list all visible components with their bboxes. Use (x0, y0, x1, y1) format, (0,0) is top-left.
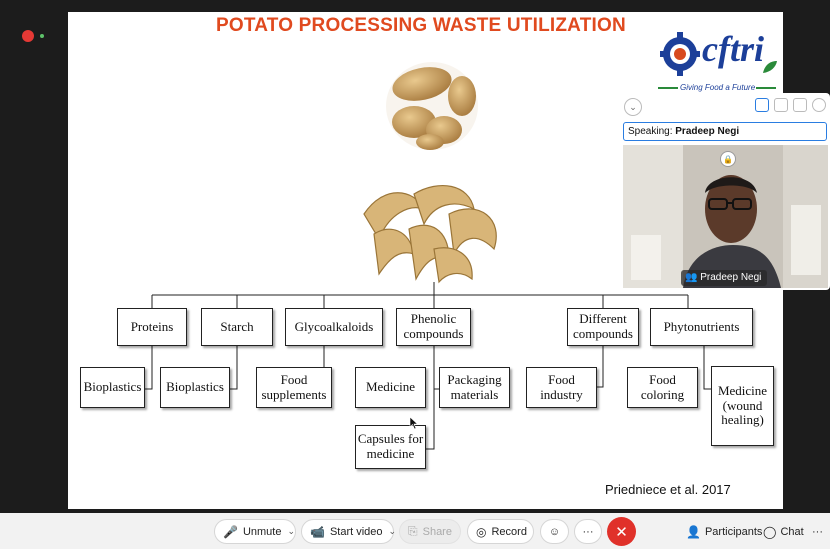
participants-label: Participants (704, 525, 763, 538)
node-label: medicine (366, 446, 415, 461)
gear-emblem-icon (660, 32, 700, 76)
node-label: Bioplastics (166, 379, 224, 395)
record-icon: ◎ (476, 524, 487, 539)
participant-video-feed (623, 145, 828, 288)
node-label: Starch (220, 318, 254, 334)
unmute-label: Unmute (242, 525, 282, 538)
node-medicine: Medicine (355, 367, 426, 408)
video-panel: ⌄ Speaking: Pradeep Negi 🔒 👥 Pra (621, 93, 830, 290)
participants-icon: 👤 (686, 524, 701, 539)
unmute-button[interactable]: 🎤 Unmute ⌄ (214, 519, 296, 544)
node-bioplastics: Bioplastics (80, 367, 145, 408)
collapse-chevron-icon[interactable]: ⌄ (624, 98, 642, 116)
start-video-label: Start video (329, 525, 383, 538)
slide-title: POTATO PROCESSING WASTE UTILIZATION (216, 15, 626, 36)
speaker-name: Pradeep Negi (675, 126, 740, 137)
more-options-button[interactable]: ··· (574, 519, 602, 544)
share-screen-icon: ⎘ (408, 524, 418, 538)
node-label: (wound (722, 397, 763, 413)
chat-label: Chat (780, 525, 804, 538)
node-label: coloring (640, 386, 685, 402)
close-icon: ✕ (615, 523, 628, 541)
node-label: Bioplastics (83, 379, 142, 395)
lock-icon: 🔒 (720, 151, 736, 167)
share-label: Share (422, 525, 452, 538)
chevron-down-icon[interactable]: ⌄ (388, 526, 397, 536)
node-label: Glycoalkaloids (294, 318, 374, 334)
node-glycoalkaloids: Glycoalkaloids (285, 308, 383, 346)
node-label: Phytonutrients (663, 318, 740, 334)
node-proteins: Proteins (117, 308, 187, 346)
participant-name: Pradeep Negi (700, 272, 762, 283)
overflow-menu-button[interactable]: ··· (812, 519, 823, 544)
participant-name-tag: 👥 Pradeep Negi (681, 270, 768, 286)
potato-peels-image (363, 185, 497, 284)
node-label: Phenolic (410, 311, 457, 327)
node-label: industry (540, 386, 583, 402)
end-call-button[interactable]: ✕ (607, 517, 636, 546)
node-label: Medicine (717, 382, 768, 398)
chat-button[interactable]: ◯ Chat (763, 519, 804, 544)
node-bioplastics: Bioplastics (160, 367, 230, 408)
potato-image (386, 62, 478, 150)
node-label: Food (280, 371, 308, 387)
node-phenolic-compounds: Phenolic compounds (396, 308, 471, 346)
node-phytonutrients: Phytonutrients (650, 308, 753, 346)
node-food-industry: Food industry (526, 367, 597, 408)
node-food-coloring: Food coloring (627, 367, 698, 408)
speaking-indicator: Speaking: Pradeep Negi (623, 122, 827, 141)
node-label: compounds (403, 326, 464, 341)
node-label: Capsules for (357, 431, 424, 447)
node-label: Different (579, 311, 627, 327)
node-label: materials (450, 386, 499, 402)
filmstrip-view-icon[interactable] (774, 98, 788, 112)
node-medicine-wound-healing: Medicine (wound healing) (711, 366, 774, 446)
participant-video[interactable]: 🔒 👥 Pradeep Negi (623, 145, 828, 288)
node-label: Food (548, 371, 575, 387)
node-packaging-materials: Packaging materials (439, 367, 510, 408)
recording-indicator-icon (22, 30, 34, 42)
node-label: Food (649, 371, 676, 387)
mouse-pointer-icon (409, 416, 419, 430)
chat-bubble-icon: ◯ (763, 524, 777, 539)
expand-icon[interactable] (812, 98, 826, 112)
chevron-down-icon[interactable]: ⌄ (287, 526, 296, 536)
cftri-logo: cftri Giving Food a Future (658, 26, 778, 98)
participants-button[interactable]: 👤 Participants (686, 519, 762, 544)
leaf-icon (763, 61, 777, 73)
more-dots-icon: ··· (582, 525, 594, 538)
share-button[interactable]: ⎘ Share (399, 519, 461, 544)
smiley-icon: ☺ (548, 525, 561, 538)
node-food-supplements: Food supplements (256, 367, 332, 408)
citation-text: Priedniece et al. 2017 (605, 482, 731, 497)
record-button[interactable]: ◎ Record (467, 519, 534, 544)
node-different-compounds: Different compounds (567, 308, 639, 346)
node-starch: Starch (201, 308, 273, 346)
start-video-button[interactable]: 📹 Start video ⌄ (301, 519, 397, 544)
speaking-label: Speaking: (628, 126, 673, 137)
node-label: Medicine (365, 379, 416, 395)
logo-wordmark: cftri (702, 29, 764, 69)
overflow-dots-icon: ··· (812, 525, 823, 538)
node-label: Packaging (447, 371, 502, 387)
node-label: compounds (573, 326, 633, 341)
record-label: Record (491, 525, 527, 538)
logo-tagline: Giving Food a Future (680, 83, 756, 92)
video-off-icon: 📹 (310, 524, 325, 539)
node-label: Proteins (130, 318, 174, 334)
muted-mic-icon: 🎤 (223, 524, 238, 539)
grid-view-icon[interactable] (793, 98, 807, 112)
speaker-view-icon[interactable] (755, 98, 769, 112)
connection-status-icon (40, 34, 44, 38)
node-label: healing) (721, 412, 764, 428)
meeting-toolbar: 🎤 Unmute ⌄ 📹 Start video ⌄ ⎘ Share ◎ Rec… (0, 513, 830, 549)
logo-divider (756, 87, 776, 89)
reactions-button[interactable]: ☺ (540, 519, 569, 544)
tree-connectors (145, 282, 711, 450)
logo-divider (658, 87, 678, 89)
node-capsules-for-medicine: Capsules for medicine (355, 425, 426, 469)
video-panel-toolbar: ⌄ (621, 93, 830, 120)
participants-small-icon: 👥 (685, 272, 698, 283)
node-label: supplements (261, 386, 327, 402)
